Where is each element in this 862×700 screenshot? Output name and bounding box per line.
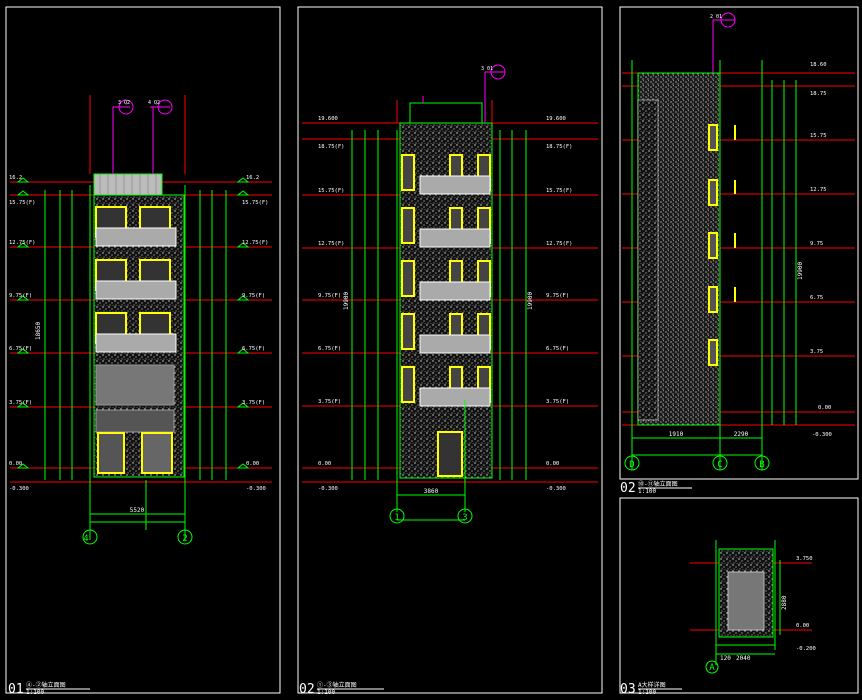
level-01-5: 3.75(F) bbox=[9, 400, 32, 406]
level-02-r6: 3.75(F) bbox=[546, 399, 569, 405]
sheet-scale-03: 1:100 bbox=[638, 488, 656, 495]
level-02-3: 12.75(F) bbox=[318, 241, 345, 247]
tag-01-a: 3 Q2 bbox=[118, 100, 130, 106]
level-04-1: 0.00 bbox=[796, 623, 809, 629]
sheet-number-02: 02 bbox=[299, 682, 315, 697]
dim-right-width-03: 2290 bbox=[734, 431, 749, 438]
level-02-r7: 0.00 bbox=[546, 461, 559, 467]
level-02-r0: 19.600 bbox=[546, 116, 566, 122]
level-03-6: 3.75 bbox=[810, 349, 823, 355]
level-02-r3: 12.75(F) bbox=[546, 241, 573, 247]
level-02-7: 0.00 bbox=[318, 461, 331, 467]
sheet-title-01: ④-②轴立面图 bbox=[26, 681, 66, 689]
axis-label-1: 1 bbox=[394, 513, 399, 523]
level-02-2: 15.75(F) bbox=[318, 188, 345, 194]
elevation-03: D C B 19900 1910 2290 2 01 18.60 18.75 1… bbox=[622, 12, 855, 471]
level-03-7: 0.00 bbox=[818, 405, 831, 411]
sheet-title-04: A大样详图 bbox=[638, 681, 666, 689]
sheet-frame-03 bbox=[619, 6, 859, 480]
dim-left-width-03: 1910 bbox=[669, 431, 684, 438]
sheet-title-02: ①-③轴立面图 bbox=[317, 681, 357, 689]
level-01-2: 12.75(F) bbox=[9, 240, 36, 246]
tag-01-b: 4 Q2 bbox=[148, 100, 160, 106]
dim-b2-04: 2040 bbox=[736, 655, 751, 662]
tag-02-a: 3 01 bbox=[481, 66, 493, 72]
level-02-r2: 15.75(F) bbox=[546, 188, 573, 194]
level-03-4: 9.75 bbox=[810, 241, 823, 247]
dim-bottom-width-02: 3860 bbox=[424, 488, 439, 495]
level-03-0: 18.60 bbox=[810, 62, 827, 68]
level-02-5: 6.75(F) bbox=[318, 346, 341, 352]
level-02-r5: 6.75(F) bbox=[546, 346, 569, 352]
level-04-0: 3.750 bbox=[796, 556, 813, 562]
sheet-frame-04 bbox=[619, 497, 859, 694]
title-block-01: 01 ④-②轴立面图 1:100 bbox=[8, 681, 90, 697]
level-02-4: 9.75(F) bbox=[318, 293, 341, 299]
sheet-frame-01 bbox=[5, 6, 281, 694]
dim-b1-04: 120 bbox=[720, 655, 731, 662]
sheet-title-03: ⑩-⑪轴立面图 bbox=[638, 480, 678, 488]
level-01-6: 0.00 bbox=[9, 461, 22, 467]
level-01-r5: 3.75(F) bbox=[242, 400, 265, 406]
title-block-03: 02 ⑩-⑪轴立面图 1:100 bbox=[620, 480, 692, 496]
level-01-r3: 9.75(F) bbox=[242, 293, 265, 299]
detail-04: A 2880 120 2040 3.750 0.00 -0.200 bbox=[690, 540, 816, 674]
level-01-r2: 12.75(F) bbox=[242, 240, 269, 246]
level-01-4: 6.75(F) bbox=[9, 346, 32, 352]
level-03-5: 6.75 bbox=[810, 295, 823, 301]
level-03-8: -0.300 bbox=[812, 432, 832, 438]
dim-h1-04: 2880 bbox=[781, 595, 788, 610]
axis-label-b: B bbox=[759, 460, 764, 470]
elevation-01: 4 2 18650 5520 3 Q2 4 Q2 16.2 15.75(F) 1… bbox=[9, 95, 272, 545]
dim-bottom-width-01: 5520 bbox=[130, 507, 145, 514]
level-01-r1: 15.75(F) bbox=[242, 200, 269, 206]
title-block-04: 03 A大样详图 1:100 bbox=[620, 681, 682, 697]
level-01-7: -0.300 bbox=[9, 486, 29, 492]
dim-total-height-01: 18650 bbox=[35, 322, 42, 340]
level-01-r0: 16.2 bbox=[246, 175, 259, 181]
level-01-r6: 0.00 bbox=[246, 461, 259, 467]
sheet-scale-01: 1:100 bbox=[26, 689, 44, 696]
sheet-number-04: 03 bbox=[620, 682, 636, 697]
title-block-02: 02 ①-③轴立面图 1:100 bbox=[299, 681, 384, 697]
level-02-r1: 18.75(F) bbox=[546, 144, 573, 150]
level-03-3: 12.75 bbox=[810, 187, 827, 193]
level-01-r4: 6.75(F) bbox=[242, 346, 265, 352]
sheet-scale-02: 1:100 bbox=[317, 689, 335, 696]
level-03-1: 18.75 bbox=[810, 91, 827, 97]
tag-03-a: 2 01 bbox=[710, 14, 722, 20]
axis-label-4: 4 bbox=[83, 534, 88, 544]
dim-total-height-02-right: 19900 bbox=[527, 292, 534, 310]
level-01-r7: -0.300 bbox=[246, 486, 266, 492]
axis-label-d: D bbox=[629, 460, 634, 470]
level-01-1: 15.75(F) bbox=[9, 200, 36, 206]
sheet-number-01: 01 bbox=[8, 682, 24, 697]
sheet-number-03: 02 bbox=[620, 481, 636, 496]
dim-total-height-02: 19900 bbox=[343, 292, 350, 310]
level-02-6: 3.75(F) bbox=[318, 399, 341, 405]
level-01-3: 9.75(F) bbox=[9, 293, 32, 299]
sheet-scale-04: 1:100 bbox=[638, 689, 656, 696]
level-02-r4: 9.75(F) bbox=[546, 293, 569, 299]
axis-label-3: 3 bbox=[462, 513, 467, 523]
sheet-frame-02 bbox=[297, 6, 603, 694]
level-02-1: 18.75(F) bbox=[318, 144, 345, 150]
level-01-0: 16.2 bbox=[9, 175, 22, 181]
level-02-0: 19.600 bbox=[318, 116, 338, 122]
dim-total-height-03: 19900 bbox=[797, 262, 804, 280]
axis-label-2: 2 bbox=[182, 534, 187, 544]
elevation-02: 1 3 19900 19900 3860 3 01 19.600 18.75(F… bbox=[302, 64, 598, 524]
axis-label-c: C bbox=[717, 460, 722, 470]
level-04-2: -0.200 bbox=[796, 646, 816, 652]
level-03-2: 15.75 bbox=[810, 133, 827, 139]
axis-label-a: A bbox=[709, 663, 715, 673]
level-02-8: -0.300 bbox=[318, 486, 338, 492]
level-02-r8: -0.300 bbox=[546, 486, 566, 492]
